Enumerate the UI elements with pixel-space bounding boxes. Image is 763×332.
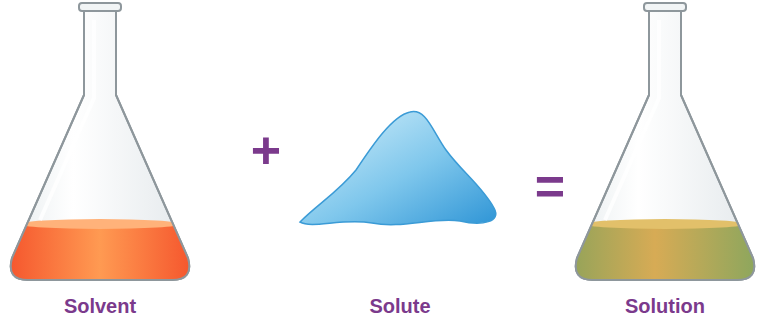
equals-sign: = bbox=[535, 156, 565, 216]
plus-sign: + bbox=[251, 120, 281, 180]
component-label: Solution bbox=[625, 295, 705, 318]
component-label: Solvent bbox=[64, 295, 136, 318]
solvent-flask bbox=[0, 3, 200, 282]
solute-powder bbox=[300, 112, 496, 225]
solution-flask bbox=[565, 3, 763, 282]
component-label: Solute bbox=[369, 295, 430, 318]
